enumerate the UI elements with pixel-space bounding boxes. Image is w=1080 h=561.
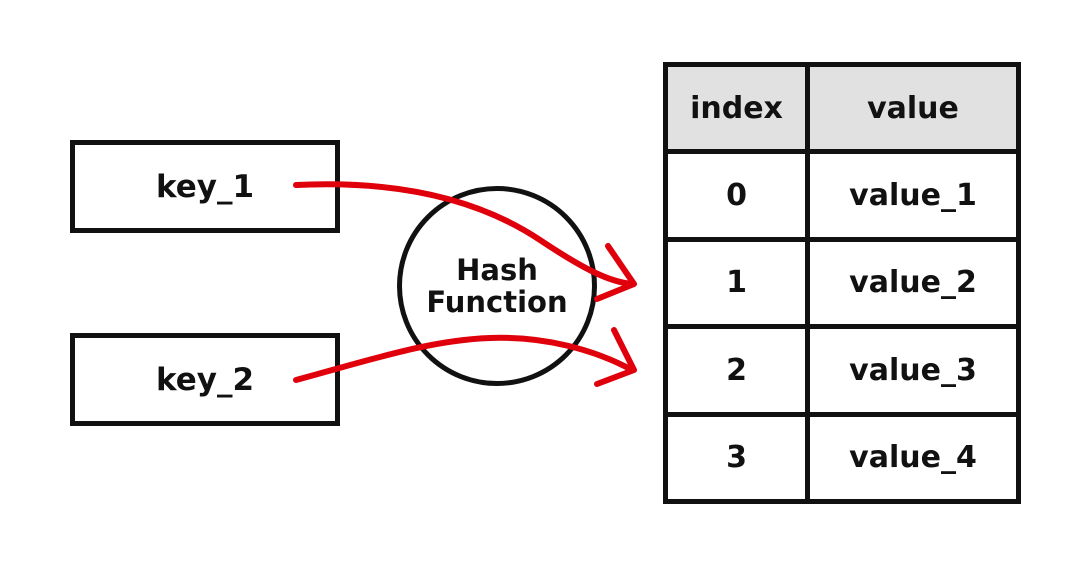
- hash-function-label-line1: Hash: [456, 253, 538, 287]
- arrowhead-key1: [594, 243, 637, 302]
- hash-function-label-line2: Function: [426, 285, 568, 319]
- table-value-cell-2: value_3: [810, 329, 1016, 412]
- hash-table: index value 0 value_1 1 value_2 2 value_…: [663, 62, 1021, 504]
- table-index-cell-2: 2: [668, 329, 805, 412]
- table-header-index: index: [668, 67, 805, 150]
- key-label-2: key_2: [155, 361, 255, 398]
- table-index-cell-0: 0: [668, 154, 805, 237]
- hash-function-node: Hash Function: [397, 186, 597, 386]
- table-index-cell-3: 3: [668, 416, 805, 499]
- arrowhead-key2: [594, 327, 637, 387]
- table-value-cell-0: value_1: [810, 154, 1016, 237]
- table-header-value: value: [810, 67, 1016, 150]
- key-label-1: key_1: [155, 168, 255, 205]
- table-index-cell-1: 1: [668, 241, 805, 325]
- table-value-cell-1: value_2: [810, 241, 1016, 325]
- key-box-2: key_2: [70, 333, 340, 426]
- key-box-1: key_1: [70, 140, 340, 233]
- table-value-cell-3: value_4: [810, 416, 1016, 499]
